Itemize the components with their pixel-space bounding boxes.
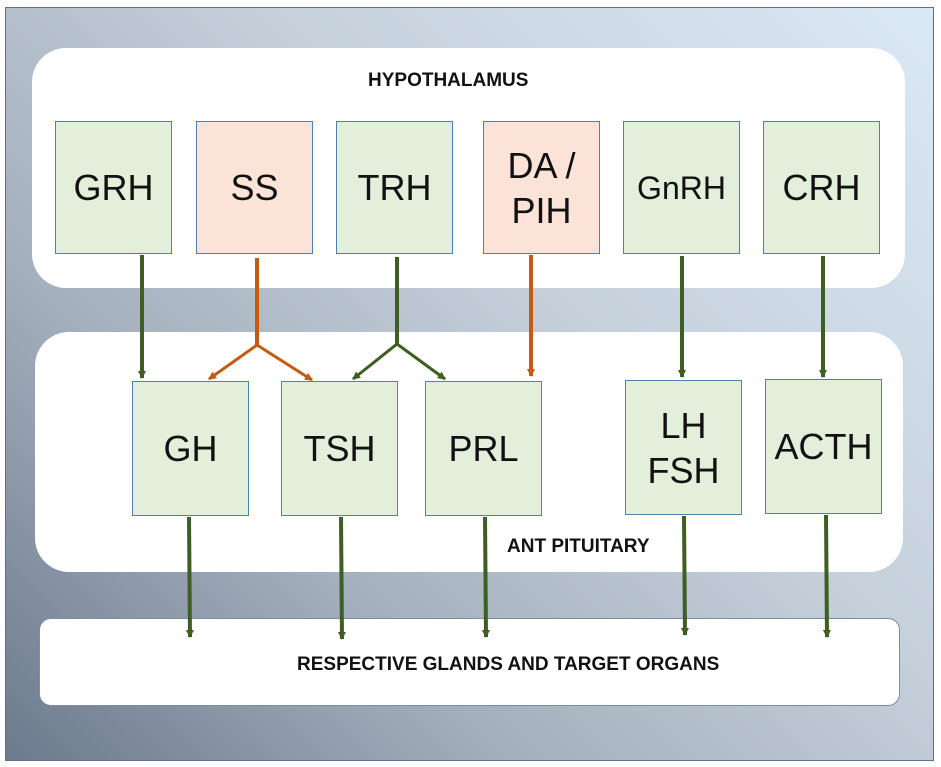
hormone-label: SS bbox=[230, 167, 279, 208]
hormone-box-tsh: TSH bbox=[281, 381, 398, 516]
hormone-box-crh: CRH bbox=[763, 121, 880, 254]
hormone-box-prl: PRL bbox=[425, 381, 542, 516]
hormone-box-gh: GH bbox=[132, 381, 249, 516]
hormone-box-grh: GRH bbox=[55, 121, 172, 254]
hormone-label: GnRH bbox=[637, 169, 726, 206]
hormone-label: TRH bbox=[357, 167, 432, 208]
hormone-label: CRH bbox=[782, 167, 861, 208]
pituitary-label: ANT PITUITARY bbox=[507, 536, 650, 557]
hypothalamus-label: HYPOTHALAMUS bbox=[368, 70, 529, 91]
target-organs-panel bbox=[39, 618, 900, 706]
hypothalamus-panel bbox=[32, 48, 905, 288]
hormone-label-line-1: LH bbox=[660, 404, 707, 446]
hormone-box-ss: SS bbox=[196, 121, 313, 254]
hormone-box-da-pih: DA / PIH bbox=[483, 121, 600, 254]
hormone-box-acth: ACTH bbox=[765, 379, 882, 514]
hormone-label: GRH bbox=[73, 167, 154, 208]
hormone-label-line-2: FSH bbox=[647, 449, 720, 491]
hormone-box-gnrh: GnRH bbox=[623, 121, 740, 254]
hormone-box-lh-fsh: LH FSH bbox=[625, 380, 742, 515]
hormone-label: PRL bbox=[448, 428, 519, 469]
hormone-label: ACTH bbox=[774, 426, 873, 467]
hormone-label: GH bbox=[163, 428, 218, 469]
target-organs-label: RESPECTIVE GLANDS AND TARGET ORGANS bbox=[297, 654, 720, 675]
hormone-box-trh: TRH bbox=[336, 121, 453, 254]
hormone-label-line-1: DA / bbox=[507, 144, 576, 186]
hormone-label: TSH bbox=[303, 428, 376, 469]
hormone-label-line-2: PIH bbox=[511, 189, 572, 231]
